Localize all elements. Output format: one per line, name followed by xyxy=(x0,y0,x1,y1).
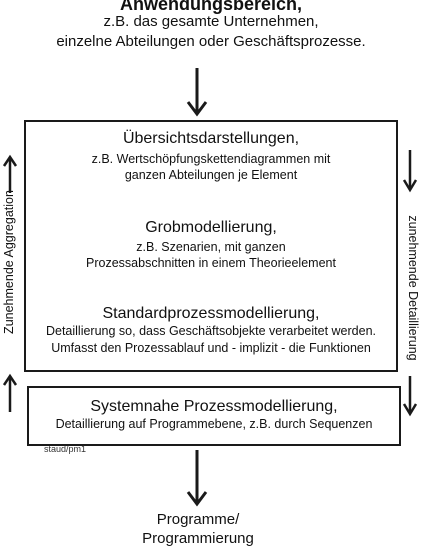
scope-title: Anwendungsbereich, xyxy=(119,0,303,14)
detailing-label: zunehmende Detaillierung xyxy=(406,215,420,361)
scope-example-line-1: z.B. das gesamte Unternehmen, xyxy=(103,13,319,30)
overview-level-detail-2: ganzen Abteilungen je Element xyxy=(124,168,298,182)
coarse-level-title: Grobmodellierung, xyxy=(145,219,277,236)
overview-level-detail-1: z.B. Wertschöpfungskettendiagrammen mit xyxy=(91,152,331,166)
arrow-down-icon xyxy=(402,150,418,193)
coarse-level-detail-1: z.B. Szenarien, mit ganzen xyxy=(136,240,286,254)
arrow-up-icon xyxy=(2,154,18,193)
programming-label-line-2: Programmierung xyxy=(142,530,254,547)
system-level-box xyxy=(27,386,401,446)
arrow-down-icon xyxy=(402,376,418,417)
arrow-up-icon xyxy=(2,373,18,412)
overview-level-title: Übersichtsdarstellungen, xyxy=(122,130,300,147)
programming-label-line-1: Programme/ xyxy=(156,511,240,528)
standard-level-detail-2: Umfasst den Prozessablauf und - implizit… xyxy=(51,341,371,355)
coarse-level-detail-2: Prozessabschnitten in einem Theorieeleme… xyxy=(86,256,336,270)
standard-level-title: Standardprozessmodellierung, xyxy=(102,305,320,322)
system-level-detail: Detaillierung auf Programmebene, z.B. du… xyxy=(55,417,373,431)
source-label: staud/pm1 xyxy=(44,444,87,454)
system-level-title: Systemnahe Prozessmodellierung, xyxy=(90,398,338,415)
modeling-levels-box xyxy=(24,120,398,372)
standard-level-detail-1: Detaillierung so, dass Geschäftsobjekte … xyxy=(45,324,377,338)
arrow-down-to-programming xyxy=(186,450,208,507)
arrow-down-to-modeling-box xyxy=(186,68,208,117)
scope-example-line-2: einzelne Abteilungen oder Geschäftsproze… xyxy=(56,33,366,50)
